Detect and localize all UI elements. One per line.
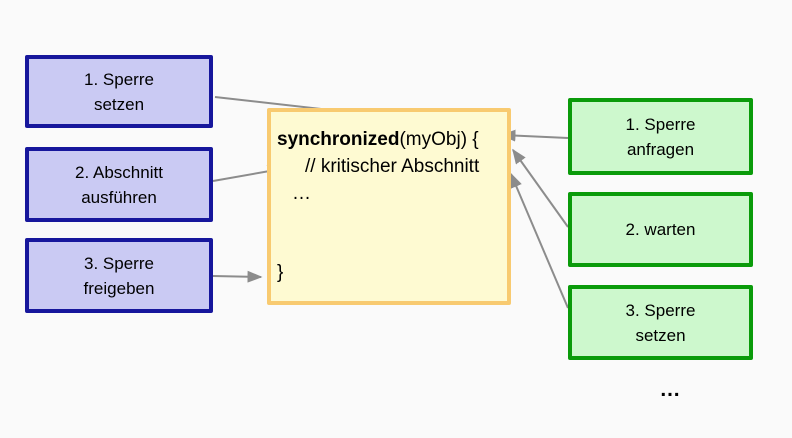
step-label-line: setzen <box>93 94 145 114</box>
arrow-warten-to-code-icon <box>512 148 569 228</box>
right-step-box-2-warten: 2. warten <box>568 192 753 267</box>
left-step-box-1-sperre-setzen: 1. Sperre setzen <box>25 55 213 128</box>
step-label-line: 2. warten <box>625 220 696 239</box>
code-line-closing-brace: } <box>277 262 284 283</box>
step-label-line: 3. Sperre <box>84 253 154 273</box>
arrow-sperre-setzen-rechts-to-code-icon <box>510 172 569 309</box>
keyword-synchronized: synchronized <box>277 129 400 150</box>
step-label-line: 2. Abschnitt <box>75 162 163 182</box>
step-label-line: freigeben <box>83 278 155 298</box>
step-label-line: anfragen <box>626 139 695 159</box>
right-step-box-1-sperre-anfragen: 1. Sperre anfragen <box>568 98 753 175</box>
left-step-box-2-abschnitt-ausfuehren: 2. Abschnitt ausführen <box>25 147 213 222</box>
more-steps-ellipsis: … <box>659 378 681 401</box>
left-step-box-3-sperre-freigeben: 3. Sperre freigeben <box>25 238 213 313</box>
arrow-sperre-freigeben-to-code-icon <box>212 270 263 283</box>
code-line1-rest: (myObj) { <box>399 129 479 150</box>
step-label-line: 1. Sperre <box>625 114 696 134</box>
code-line-synchronized: synchronized(myObj) { <box>277 126 507 153</box>
code-line-ellipsis: … <box>292 183 311 204</box>
arrow-sperre-anfragen-to-code-icon <box>500 129 569 142</box>
step-label-line: ausführen <box>81 187 157 207</box>
code-listing: synchronized(myObj) { // kritischer Absc… <box>271 112 507 286</box>
step-label-line: 3. Sperre <box>625 300 696 320</box>
step-label-line: 1. Sperre <box>84 69 154 89</box>
code-line-comment: // kritischer Abschnitt <box>305 156 480 177</box>
right-step-box-3-sperre-setzen: 3. Sperre setzen <box>568 285 753 360</box>
code-box-synchronized-block: synchronized(myObj) { // kritischer Absc… <box>267 108 511 305</box>
step-label-line: setzen <box>635 325 686 345</box>
